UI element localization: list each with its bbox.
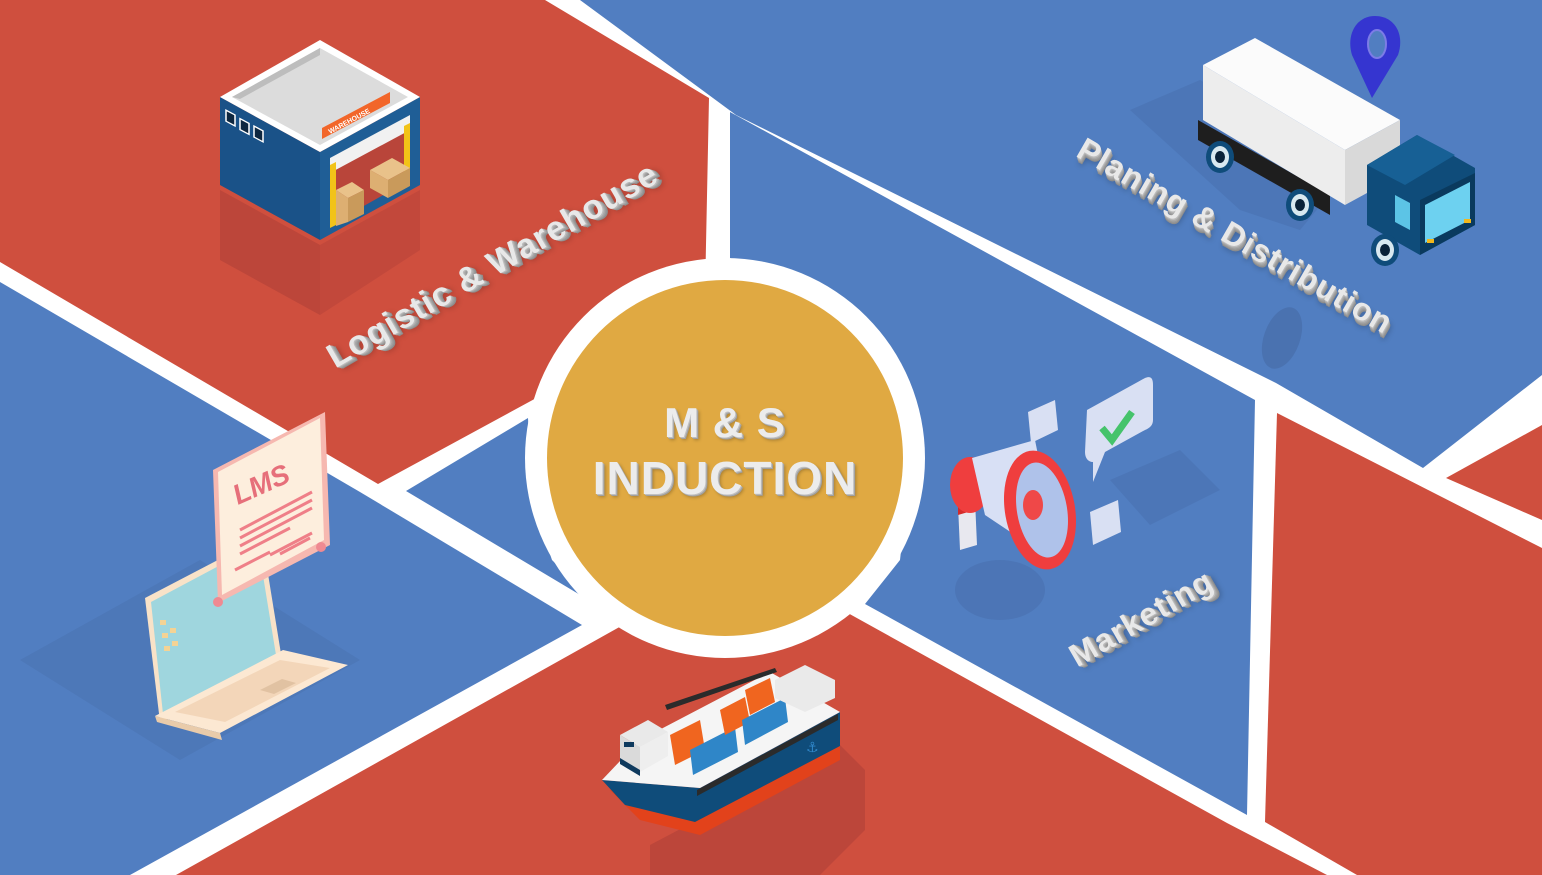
location-pin-icon: [1350, 16, 1401, 98]
region-right-top-red: [1446, 425, 1542, 520]
pin-shadow: [1261, 307, 1303, 369]
chat-check-icon: [1085, 377, 1153, 482]
megaphone-icon: [950, 440, 1220, 620]
region-right-red: [1265, 413, 1542, 875]
delivery-truck-icon: [1130, 38, 1475, 266]
title-line-1: M & S: [664, 399, 786, 446]
title-line-2: INDUCTION: [592, 451, 858, 504]
bubble-square-1: [1028, 400, 1058, 443]
center-circle: [547, 280, 903, 636]
lms-document-icon: LMS: [213, 412, 330, 607]
cargo-ship-icon: ⚓: [602, 665, 865, 875]
bubble-square-2: [1090, 500, 1121, 545]
warehouse-icon: WAREHOUSE: [220, 40, 420, 315]
region-small-blue: [406, 418, 597, 605]
anchor-icon: ⚓: [806, 740, 819, 756]
center-title: M & S INDUCTION: [548, 282, 902, 636]
